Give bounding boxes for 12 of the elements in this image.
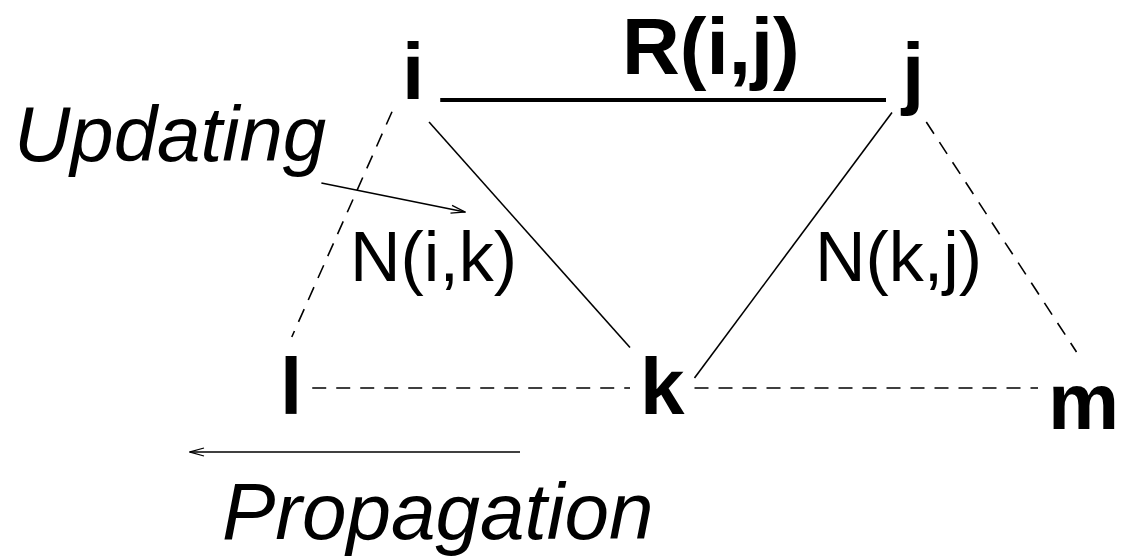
connector-line xyxy=(693,387,1039,389)
vertex-label: l xyxy=(280,347,303,427)
connector-line xyxy=(925,121,1078,353)
vertex-label: k xyxy=(640,347,685,427)
connector-line xyxy=(693,111,893,379)
connector-line xyxy=(440,98,886,102)
connector-line xyxy=(290,110,393,338)
connector-line xyxy=(311,387,631,389)
leader-arrow xyxy=(320,182,466,214)
vertex-label: m xyxy=(1048,362,1120,442)
vertex-label: i xyxy=(402,32,425,112)
connector-line xyxy=(428,121,631,349)
